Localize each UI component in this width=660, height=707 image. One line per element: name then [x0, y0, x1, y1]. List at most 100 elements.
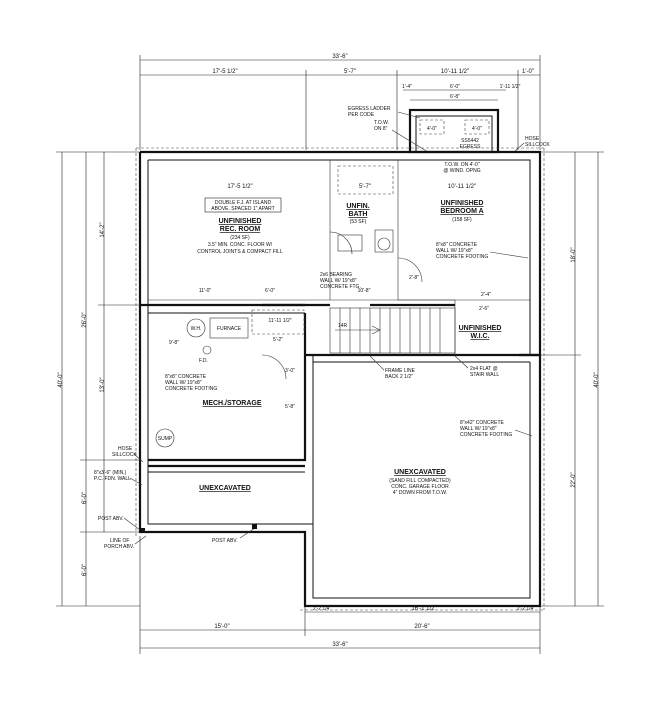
dim-top-seg2: 5'-7"	[344, 69, 356, 75]
dim-2-4: 2'-4"	[481, 292, 491, 298]
dim-top-seg4: 1'-0"	[522, 69, 534, 75]
frame-2: BACK 2 1/2"	[385, 374, 413, 380]
egress-model: SS5442	[461, 138, 479, 144]
note-on8: ON 8"	[374, 126, 388, 132]
dim-top-seg3: 10'-11 1/2"	[441, 69, 469, 75]
room-wic-2: W.I.C.	[470, 333, 489, 340]
rec-width: 17'-5 1/2"	[227, 184, 252, 190]
bearing-1: 2x6 BEARING	[320, 272, 352, 278]
egress-well: 4'-0" 4'-0" SS5442 EGRESS	[408, 108, 500, 154]
dim-left-6-0b: 6'-0"	[82, 564, 88, 576]
note-pc-1: 8"x3'-6" (MIN.)	[94, 470, 127, 476]
unex-note-3: CONCRETE FOOTING	[460, 432, 512, 438]
bath-fixtures	[329, 165, 423, 283]
note-post-1: POST ABV.	[98, 516, 124, 522]
dim-bottom-20-6: 20'-6"	[414, 624, 429, 630]
top-dimensions: 33'-6" 17'-5 1/2" 5'-7" 10'-11 1/2" 1'-0…	[139, 54, 541, 150]
dim-left-40-0: 40'-0"	[58, 372, 64, 387]
mech-note-1: 8"x8" CONCRETE	[165, 374, 207, 380]
bed-area: (158 SF)	[452, 217, 472, 223]
egress-label: EGRESS	[460, 144, 482, 150]
note-sillcock-top: SILLCOCK	[525, 142, 550, 148]
mech-note-3: CONCRETE FOOTING	[165, 386, 217, 392]
rec-note-1: 3.5" MIN. CONC. FLOOR W/	[208, 242, 273, 248]
dim-bottom-2-2b: 2'-2 1/4"	[517, 606, 536, 612]
garage-3: 4" DOWN FROM T.O.W.	[393, 490, 447, 496]
egress-size-2: 4'-0"	[472, 126, 482, 132]
note-pc-2: P.C. FDN. WALL	[94, 476, 131, 482]
dim-bottom-15-0: 15'-0"	[214, 624, 229, 630]
dim-5-8: 5'-8"	[285, 404, 295, 410]
stair-risers: 14R	[338, 323, 348, 329]
bed-note-1: 8"x8" CONCRETE	[436, 242, 478, 248]
room-bath-2: BATH	[349, 211, 368, 218]
dim-5-2: 5'-2"	[273, 337, 283, 343]
room-bed-1: UNFINISHED	[441, 200, 484, 207]
dim-3-0: 3'-0"	[285, 368, 295, 374]
bath-width: 5'-7"	[359, 184, 371, 190]
room-mech: MECH./STORAGE	[203, 400, 262, 407]
dim-overall-top: 33'-6"	[332, 54, 347, 60]
dim-egress-r: 1'-11 1/2"	[500, 84, 521, 90]
note-tow-wind-1: T.O.W. ON 4'-0"	[444, 162, 479, 168]
egress-size-1: 4'-0"	[427, 126, 437, 132]
note-post-2: POST ABV.	[212, 538, 238, 544]
dim-11-0: 11'-0"	[199, 288, 212, 294]
dim-left-26-0: 26'-0"	[82, 312, 88, 327]
left-notes: HOSE SILLCOCK 8"x3'-6" (MIN.) P.C. FDN. …	[94, 446, 257, 550]
stair-wall-1: 2x4 FLAT @	[470, 366, 498, 372]
room-labels: 17'-5 1/2" DOUBLE F.J. AT ISLAND ABOVE. …	[165, 162, 533, 496]
bearing-3: CONCRETE FTG.	[320, 284, 361, 290]
room-wic-1: UNFINISHED	[459, 325, 502, 332]
dim-right-22-0: 22'-0"	[571, 472, 577, 487]
dim-2-6: 2'-6"	[479, 306, 489, 312]
room-rec-1: UNFINISHED	[219, 218, 262, 225]
dim-10-8: 10'-8"	[358, 288, 371, 294]
floor-drain: F.D.	[199, 358, 208, 364]
dim-egress-w: 6'-0"	[450, 84, 460, 90]
frame-1: FRAME LINE	[385, 368, 416, 374]
room-rec-2: REC. ROOM	[220, 226, 261, 233]
dim-left-14-2: 14'-2"	[100, 222, 106, 237]
note-tow-wind-2: @ WIND. OPNG	[443, 168, 480, 174]
right-dimensions: 18'-0" 40'-0" 22'-0"	[540, 151, 604, 607]
mech-note-2: WALL W/ 19"x8"	[165, 380, 202, 386]
note-hose-left: HOSE	[118, 446, 133, 452]
water-heater: W.H.	[191, 326, 202, 332]
stair-wall-2: STAIR WALL	[470, 372, 499, 378]
dim-right-40-0: 40'-0"	[594, 372, 600, 387]
garage-1: (SAND FILL COMPACTED)	[389, 478, 451, 484]
note-double-fj: DOUBLE F.J. AT ISLAND	[215, 200, 272, 206]
left-dimensions: 14'-2" 26'-0" 40'-0" 13'-0" 6'-0" 6'-0"	[56, 151, 140, 607]
room-unex-big: UNEXCAVATED	[394, 469, 446, 476]
dim-6-0: 6'-0"	[265, 288, 275, 294]
dim-left-13-0: 13'-0"	[100, 377, 106, 392]
note-egress-ladder: EGRESS LADDER	[348, 106, 391, 112]
rec-area: (234 SF)	[230, 235, 250, 241]
dim-right-18-0: 18'-0"	[571, 247, 577, 262]
bath-area: (53 SF)	[350, 219, 367, 225]
bearing-2: WALL W/ 19"x8"	[320, 278, 357, 284]
dim-top-seg1: 17'-5 1/2"	[212, 69, 237, 75]
note-porch-abv: PORCH ABV.	[104, 544, 134, 550]
dim-9-8: 9'-8"	[169, 340, 179, 346]
room-bed-2: BEDROOM A	[440, 208, 483, 215]
dim-bottom-16-1: 16'-1 1/2"	[411, 606, 436, 612]
note-sillcock-left: SILLCOCK	[112, 452, 137, 458]
garage-2: CONC. GARAGE FLOOR	[391, 484, 449, 490]
furnace: FURNACE	[217, 326, 242, 332]
note-line-of: LINE OF	[110, 538, 129, 544]
unex-note-2: WALL W/ 19"x8"	[460, 426, 497, 432]
bottom-dimensions: 2'-2 1/4" 16'-1 1/2" 2'-2 1/4" 15'-0" 20…	[139, 536, 541, 654]
room-unex-small: UNEXCAVATED	[199, 485, 251, 492]
dim-11-11: 11'-11 1/2"	[268, 318, 291, 324]
dim-left-6-0: 6'-0"	[82, 492, 88, 504]
bed-note-3: CONCRETE FOOTING	[436, 254, 488, 260]
foundation-walls	[135, 147, 545, 611]
bed-width: 10'-11 1/2"	[448, 184, 476, 190]
sump: SUMP	[158, 436, 173, 442]
bed-note-2: WALL W/ 19"x8"	[436, 248, 473, 254]
note-tow: T.O.W.	[374, 120, 389, 126]
mechanical-fixtures: W.H. FURNACE F.D. SUMP	[155, 309, 305, 448]
dim-bottom-2-2a: 2'-2 1/4"	[313, 606, 332, 612]
